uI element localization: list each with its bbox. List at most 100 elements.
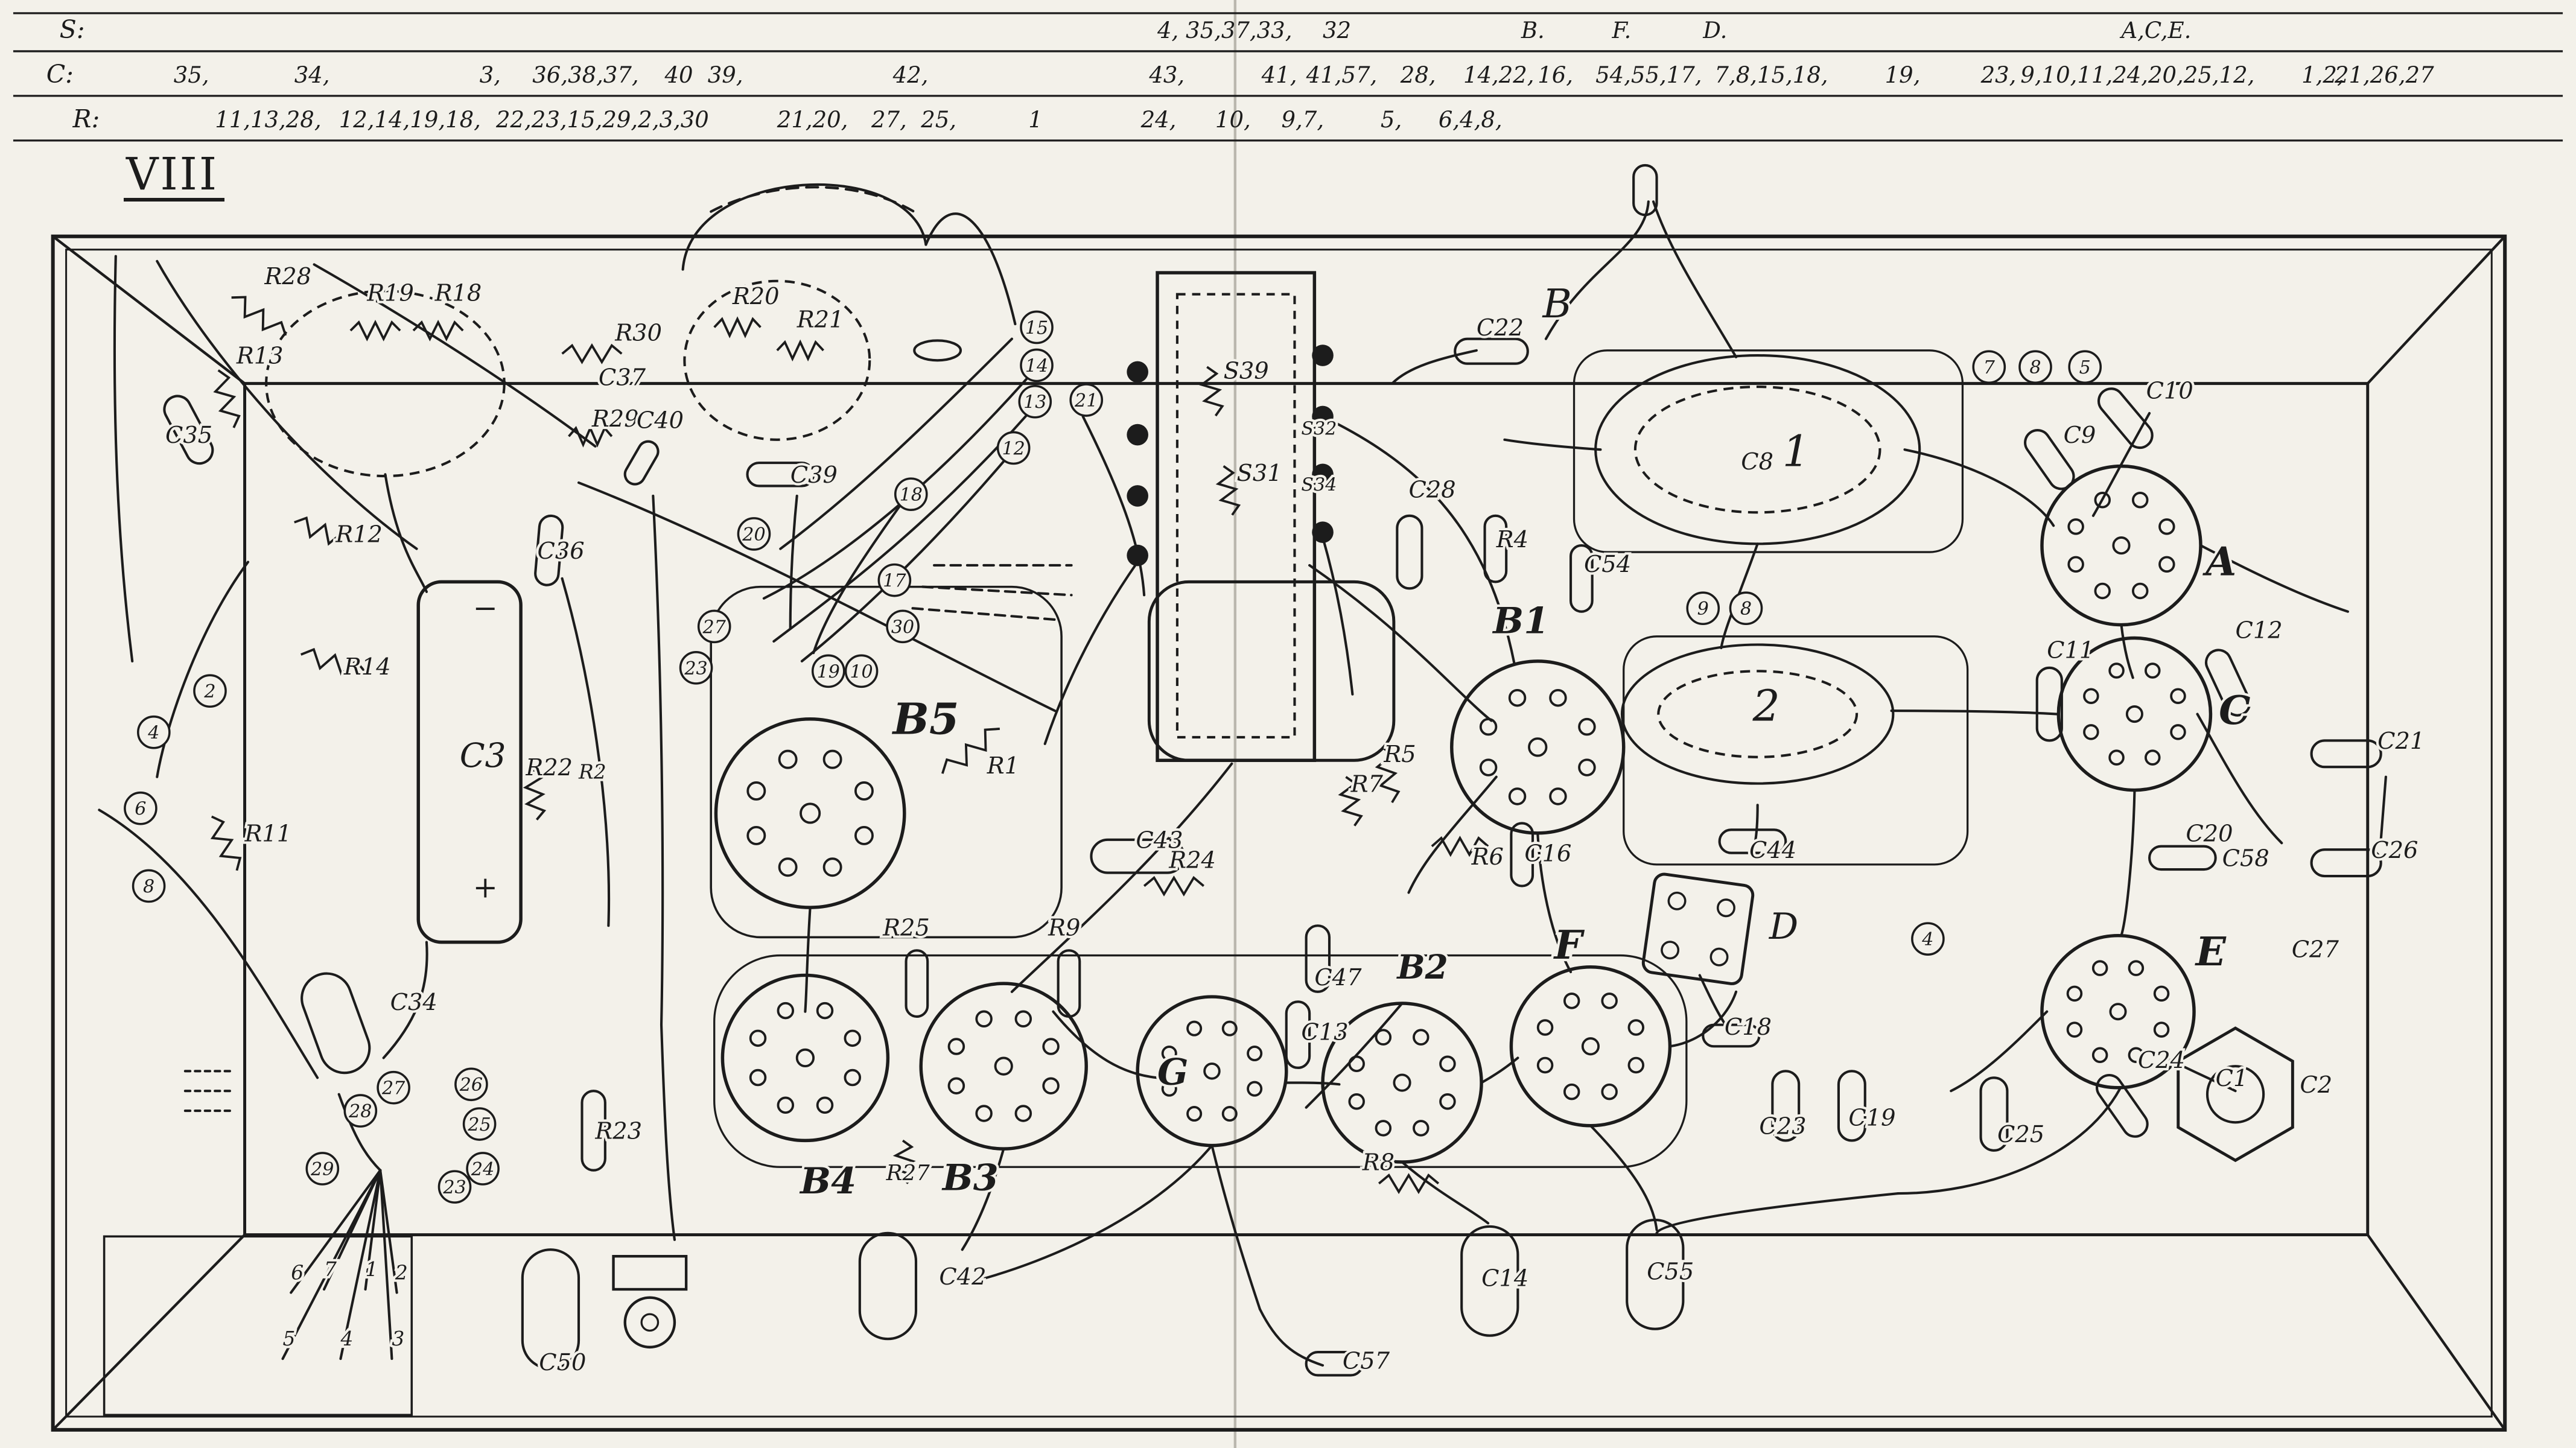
wire — [1305, 1002, 1404, 1109]
wire — [1652, 200, 1738, 358]
terminal-23: 23 — [437, 1170, 472, 1204]
label-C1: C1 — [2216, 1065, 2248, 1092]
svg-text:5: 5 — [2079, 357, 2091, 378]
if-can-1-inner — [1633, 386, 1881, 514]
cap-C1-hex — [2177, 1026, 2294, 1163]
header-entry: 6,4,8, — [1439, 107, 1503, 133]
res-R8 — [1378, 1173, 1440, 1195]
label-R14: R14 — [343, 653, 391, 681]
wire — [1480, 1056, 1519, 1084]
cap-C28 — [1396, 514, 1423, 590]
wire — [384, 473, 428, 593]
res-R18 — [412, 319, 464, 341]
header-entry: 27, — [871, 107, 907, 133]
terminal-8: 8 — [1729, 591, 1763, 626]
wire — [1043, 560, 1139, 745]
wire — [1210, 1144, 1261, 1310]
wire — [113, 255, 134, 662]
header-entry: 43, — [1148, 62, 1185, 88]
jack-C21 — [2310, 739, 2382, 769]
label-2: 2 — [1752, 681, 1779, 731]
components — [103, 164, 2382, 1416]
wire — [364, 1169, 382, 1291]
terminal-10: 10 — [844, 654, 879, 688]
svg-text:8: 8 — [143, 876, 154, 897]
wire — [290, 1169, 382, 1294]
label-C26: C26 — [2371, 837, 2418, 864]
header-entry: B. — [1521, 17, 1545, 43]
wire — [156, 560, 250, 778]
label-C50: C50 — [539, 1349, 586, 1376]
if2-mounting-plate — [1623, 635, 1969, 866]
svg-text:27: 27 — [381, 1078, 405, 1099]
label-C3: C3 — [460, 736, 506, 775]
header-entry: 21,26,27 — [2334, 62, 2434, 88]
header-entry: A,C,E. — [2119, 17, 2191, 43]
label-R9: R9 — [1048, 915, 1080, 942]
terminal-17: 17 — [877, 563, 912, 597]
cap-C18 — [1702, 1023, 1761, 1048]
wire — [779, 337, 1013, 550]
wire — [911, 607, 1060, 621]
label-C40: C40 — [637, 407, 684, 434]
wire — [1258, 1307, 1325, 1367]
cap-C34 — [301, 972, 371, 1075]
header-entry: 14,22, — [1463, 62, 1534, 88]
cap-C40 — [623, 440, 660, 486]
label-C58: C58 — [2222, 845, 2269, 872]
cap-C47 — [1305, 924, 1331, 993]
label-S39: S39 — [1224, 357, 1269, 384]
res-R4-body — [1483, 514, 1508, 583]
top-connector — [1632, 164, 1658, 217]
res-R22 — [523, 769, 547, 821]
label-C12: C12 — [2236, 617, 2283, 644]
label-R22: R22 — [525, 754, 573, 781]
terminal-8: 8 — [132, 869, 166, 903]
header-entry: 1,2, — [2301, 62, 2344, 88]
label-R18: R18 — [434, 280, 482, 307]
terminal-25: 25 — [462, 1107, 497, 1141]
terminal-4: 4 — [137, 715, 171, 749]
svg-text:24: 24 — [471, 1159, 494, 1180]
label-+: + — [473, 870, 498, 905]
speaker — [612, 1255, 688, 1349]
svg-text:13: 13 — [1023, 392, 1046, 413]
label-C20: C20 — [2186, 821, 2233, 848]
label-R5: R5 — [1383, 741, 1416, 768]
cap-C23 — [1771, 1070, 1801, 1142]
wire — [1308, 564, 1493, 722]
label-C25: C25 — [1997, 1121, 2044, 1148]
wire — [804, 906, 812, 1013]
res-R27 — [892, 1139, 917, 1184]
svg-text:20: 20 — [742, 524, 765, 545]
label-C13: C13 — [1301, 1018, 1348, 1046]
header-entry: 41,57, — [1306, 62, 1378, 88]
socket-C: C — [2056, 636, 2253, 792]
header-entry: 39, — [708, 62, 743, 88]
cap-C1-center — [2206, 1065, 2265, 1124]
terminal-9: 9 — [1686, 591, 1720, 626]
svg-text:17: 17 — [883, 571, 906, 592]
terminal-post — [1312, 463, 1334, 486]
header-entry: 11,13,28, — [215, 107, 321, 133]
svg-text:15: 15 — [1025, 317, 1048, 338]
header-entry: 28, — [1400, 62, 1436, 88]
res-R11 — [210, 815, 242, 871]
label-C10: C10 — [2146, 377, 2193, 404]
header-entry: 24, — [1140, 107, 1177, 133]
cap-C22 — [1454, 337, 1529, 365]
header-entry: 54,55,17, — [1595, 62, 1702, 88]
res-R21 — [776, 339, 824, 362]
header-entry: 16, — [1538, 62, 1573, 88]
header-entry: 36,38,37, — [532, 62, 638, 88]
svg-text:29: 29 — [310, 1159, 334, 1180]
label-C14: C14 — [1481, 1265, 1528, 1292]
header-row-label-r: R: — [72, 104, 100, 133]
wire — [1668, 990, 1738, 1048]
cap-C25 — [1979, 1076, 2009, 1152]
header-entry: 19, — [1885, 62, 1921, 88]
label-C35: C35 — [165, 422, 212, 449]
terminal-30: 30 — [886, 609, 920, 644]
label-C11: C11 — [2047, 637, 2094, 664]
